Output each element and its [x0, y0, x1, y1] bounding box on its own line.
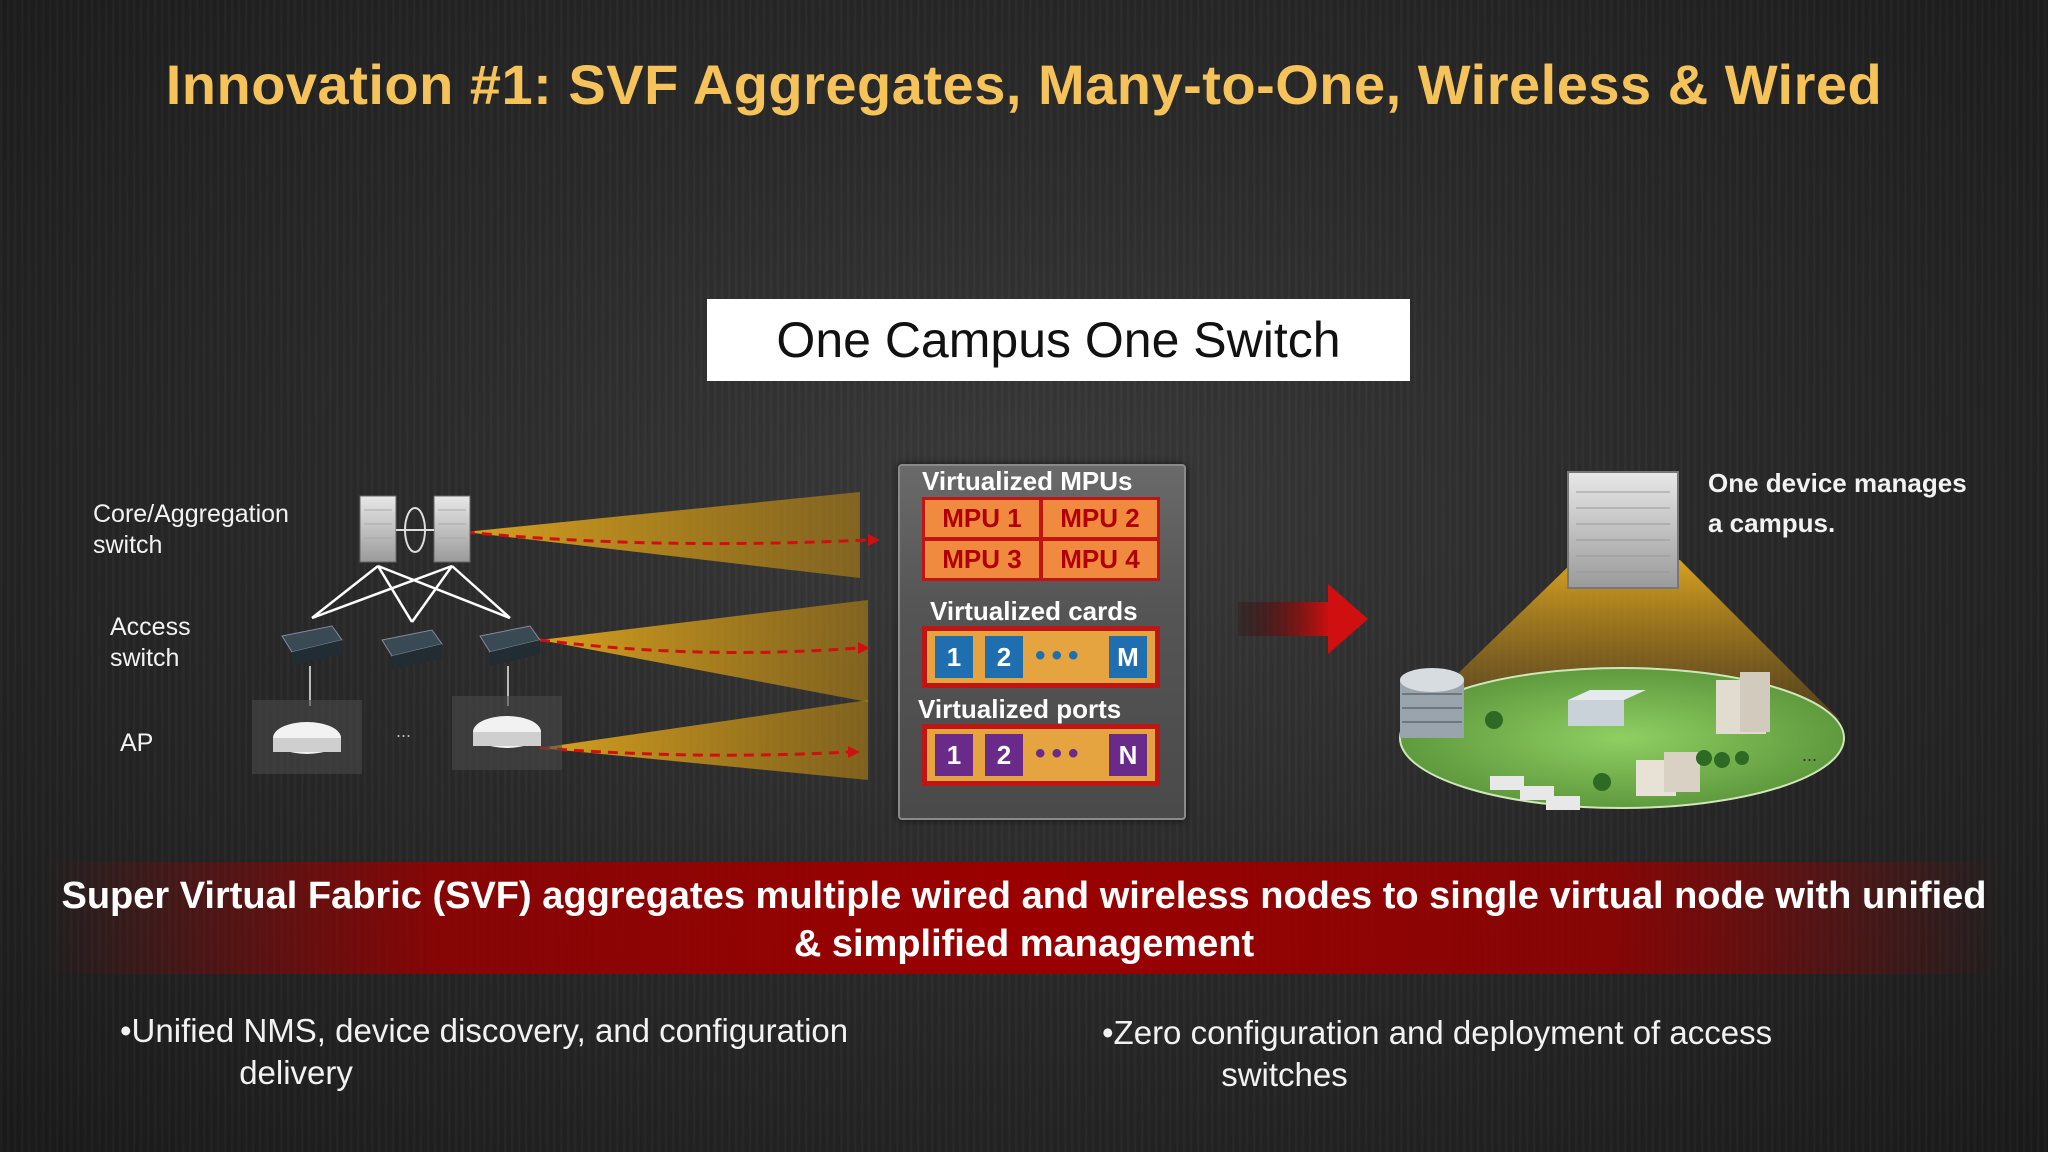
mpu-grid: MPU 1 MPU 2 MPU 3 MPU 4 [922, 497, 1160, 581]
ports-heading: Virtualized ports [918, 694, 1122, 724]
beam-core [465, 492, 860, 578]
access-switch-label: Access switch [110, 613, 191, 672]
mpu-cell: MPU 2 [1043, 500, 1157, 537]
ports-row: 1 2 ••• N [922, 724, 1160, 786]
slide-title: Innovation #1: SVF Aggregates, Many-to-O… [165, 53, 1883, 116]
transform-arrow [1238, 584, 1368, 654]
mpu-cell: MPU 4 [1043, 541, 1157, 578]
card-slot: M [1109, 636, 1147, 678]
port-dots: ••• [1035, 737, 1085, 770]
ap-label: AP [120, 729, 154, 757]
port-slot: N [1109, 734, 1147, 776]
dashed-arrows [464, 530, 869, 757]
cards-heading: Virtualized cards [930, 596, 1138, 626]
campus-ellipsis: ... [1802, 745, 1818, 765]
summary-banner [40, 862, 2008, 974]
bullet-left: •Unified NMS, device discovery, and conf… [120, 1012, 849, 1091]
port-slot: 2 [985, 734, 1023, 776]
card-slot: 1 [935, 636, 973, 678]
ap-ellipsis: ... [396, 721, 412, 741]
single-device-icon [1567, 471, 1679, 589]
campus-box-label: One Campus One Switch [776, 312, 1341, 368]
bullet-right: •Zero configuration and deployment of ac… [1102, 1014, 1773, 1093]
mpu-cell: MPU 1 [925, 500, 1039, 537]
campus-buildings [1400, 668, 1770, 810]
port-slot: 1 [935, 734, 973, 776]
dashed-arrowheads [848, 534, 880, 758]
cards-row: 1 2 ••• M [922, 626, 1160, 688]
summary-text: Super Virtual Fabric (SVF) aggregates mu… [61, 875, 1987, 965]
ap-icons [252, 696, 562, 774]
card-dots: ••• [1035, 639, 1085, 672]
tree-icons [1485, 711, 1749, 791]
right-caption: One device manages a campus. [1708, 468, 1967, 538]
beam-access [540, 600, 868, 702]
beam-ap [540, 700, 868, 780]
access-switch-icons [281, 625, 541, 670]
core-switch-icon [359, 495, 471, 563]
campus-ground [1399, 667, 1845, 809]
core-switch-label: Core/Aggregation switch [93, 500, 289, 559]
mpu-heading: Virtualized MPUs [922, 466, 1133, 496]
campus-box: One Campus One Switch [707, 299, 1410, 381]
mpu-cell: MPU 3 [925, 541, 1039, 578]
card-slot: 2 [985, 636, 1023, 678]
core-access-links [311, 564, 511, 623]
